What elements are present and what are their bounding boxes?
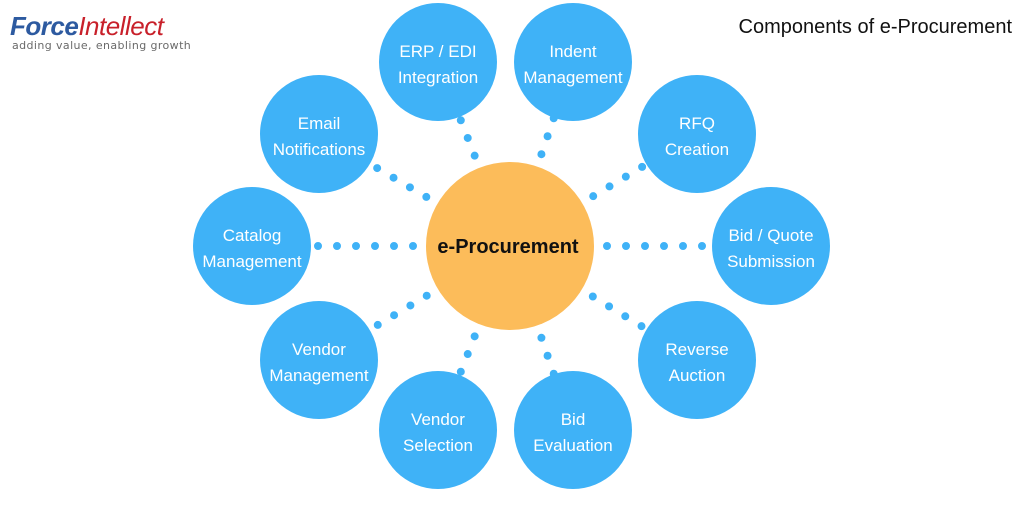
logo-intellect-text: Intellect: [78, 11, 164, 41]
center-label: e-Procurement: [437, 236, 578, 258]
brand-logo: ForceIntellect adding value, enabling gr…: [10, 12, 191, 52]
center-circle: [426, 162, 594, 330]
logo-tagline: adding value, enabling growth: [12, 39, 192, 52]
connector-layer: [301, 107, 722, 385]
node-circle: [638, 301, 756, 419]
connector-vendor-selection: [453, 314, 486, 385]
page-title: Components of e-Procurement: [738, 16, 1012, 38]
connector-bid-evaluation: [531, 315, 560, 384]
node-circle: [514, 371, 632, 489]
center-layer: e-Procurement: [426, 162, 594, 330]
node-circle: [638, 75, 756, 193]
node-circle: [260, 301, 378, 419]
connector-indent-management: [531, 108, 560, 177]
node-circle: [514, 3, 632, 121]
node-circle: [712, 187, 830, 305]
logo-wordmark: ForceIntellect: [10, 12, 191, 40]
connector-rfq-creation: [572, 157, 656, 210]
connector-email-notifications: [360, 156, 447, 211]
connector-vendor-management: [360, 281, 448, 337]
node-circle: [379, 3, 497, 121]
connector-reverse-auction: [572, 282, 656, 337]
node-circle: [260, 75, 378, 193]
node-circle: [379, 371, 497, 489]
logo-force-text: Force: [10, 11, 79, 41]
center-node[interactable]: e-Procurement: [426, 162, 594, 330]
connector-erp-edi-integration: [453, 107, 486, 178]
node-circle: [193, 187, 311, 305]
